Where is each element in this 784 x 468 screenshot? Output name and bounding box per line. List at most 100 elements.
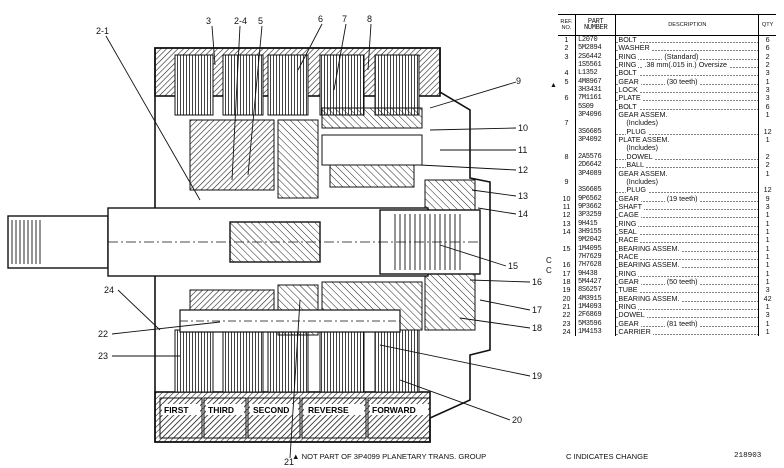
part-number-cell: 5S09 bbox=[575, 102, 617, 112]
part-number-cell: 3P4092 bbox=[575, 136, 617, 145]
part-number-cell: 9P3662 bbox=[575, 202, 617, 212]
description-text: CARRIER bbox=[618, 328, 653, 337]
ref-no-cell bbox=[558, 86, 576, 95]
callout-21: 21 bbox=[284, 457, 294, 467]
description-cell: (Includes) bbox=[615, 144, 760, 153]
callout-10: 10 bbox=[518, 123, 528, 133]
qty-cell bbox=[759, 144, 776, 152]
description-text: GEAR ASSEM. bbox=[618, 169, 668, 178]
callout-2-1: 2-1 bbox=[96, 26, 109, 36]
part-number-cell: 3H9155 bbox=[575, 227, 617, 237]
description-text: GEAR ASSEM. bbox=[618, 111, 668, 120]
ref-no-cell: 7 bbox=[558, 119, 576, 128]
description-text: RING bbox=[618, 269, 639, 278]
part-number-cell: 4M8967 bbox=[575, 77, 617, 87]
callout-23: 23 bbox=[98, 351, 108, 361]
part-number-cell: 3H3431 bbox=[575, 86, 617, 95]
qty-cell: 1 bbox=[765, 169, 770, 178]
description-cell: BEARING ASSEM. bbox=[615, 294, 760, 303]
ref-no-cell: 19 bbox=[558, 286, 576, 295]
triangle-mark: ▲ bbox=[550, 82, 557, 89]
part-number-cell: 4M3915 bbox=[575, 294, 617, 303]
ref-no-cell bbox=[558, 169, 576, 178]
ref-no-cell: 1 bbox=[558, 35, 576, 45]
qty-cell: 3 bbox=[765, 286, 770, 295]
description-cell: PLATE bbox=[615, 94, 760, 103]
ref-no-cell bbox=[558, 102, 576, 112]
description-text: GEAR bbox=[618, 277, 641, 286]
label-first: FIRST bbox=[164, 405, 189, 415]
ref-no-cell: 13 bbox=[558, 219, 576, 228]
callout-3: 3 bbox=[206, 16, 211, 26]
ref-no-cell: 23 bbox=[558, 319, 576, 329]
callout-14: 14 bbox=[518, 209, 528, 219]
description-note: (19 teeth) bbox=[664, 194, 700, 203]
qty-cell: 3 bbox=[765, 86, 770, 95]
part-number-cell: 7H7628 bbox=[575, 261, 617, 270]
description-cell: PLUG bbox=[615, 186, 760, 195]
description-text: PLUG bbox=[626, 127, 648, 136]
part-number-cell: 2F6869 bbox=[575, 311, 617, 320]
part-number-cell: 7H7629 bbox=[575, 252, 617, 262]
table-row: (Includes) bbox=[558, 144, 776, 153]
callout-8: 8 bbox=[367, 14, 372, 24]
description-cell: RING bbox=[615, 269, 760, 278]
description-cell: PLATE ASSEM. bbox=[615, 136, 760, 145]
ref-no-cell: 22 bbox=[558, 311, 576, 320]
parts-table-header: REF. NO. PART NUMBER DESCRIPTION QTY bbox=[558, 14, 776, 36]
description-text: SHAFT bbox=[618, 202, 644, 211]
header-qty: QTY bbox=[758, 14, 776, 36]
description-cell: GEAR ASSEM. bbox=[615, 169, 760, 178]
callout-22: 22 bbox=[98, 329, 108, 339]
description-cell: GEAR(50 teeth) bbox=[615, 277, 760, 287]
qty-cell: 1 bbox=[765, 269, 770, 278]
description-cell: DOWEL bbox=[615, 152, 760, 162]
part-number-cell: 1M4093 bbox=[575, 303, 617, 312]
description-text: CAGE bbox=[618, 211, 641, 220]
ref-no-cell: 8 bbox=[558, 152, 576, 162]
callout-7: 7 bbox=[342, 14, 347, 24]
description-text: WASHER bbox=[618, 44, 652, 53]
description-cell: GEAR(19 teeth) bbox=[615, 194, 760, 203]
description-text: RACE bbox=[618, 236, 641, 245]
qty-cell: 42 bbox=[763, 294, 772, 303]
part-number-cell: 3P4096 bbox=[575, 111, 617, 120]
qty-cell: 12 bbox=[763, 127, 772, 136]
ref-no-cell: 18 bbox=[558, 277, 576, 287]
qty-cell: 9 bbox=[765, 194, 770, 203]
part-number-cell: L1352 bbox=[575, 69, 617, 78]
description-cell: BOLT bbox=[615, 35, 760, 45]
gear-range-labels: FIRST THIRD SECOND REVERSE FORWARD bbox=[162, 404, 428, 415]
description-cell: DOWEL bbox=[615, 311, 760, 320]
qty-cell: 3 bbox=[765, 202, 770, 211]
ref-no-cell: 21 bbox=[558, 303, 576, 312]
ref-no-cell: 12 bbox=[558, 211, 576, 220]
description-cell: BOLT bbox=[615, 69, 760, 78]
ref-no-cell: 3 bbox=[558, 52, 576, 62]
qty-cell: 3 bbox=[765, 69, 770, 78]
description-text: (Includes) bbox=[626, 177, 658, 186]
callout-5: 5 bbox=[258, 16, 263, 26]
callout-13: 13 bbox=[518, 191, 528, 201]
part-number-cell bbox=[575, 119, 617, 128]
description-text: BOLT bbox=[618, 69, 639, 78]
part-number-cell: 3S6605 bbox=[575, 127, 617, 137]
ref-no-cell: 16 bbox=[558, 261, 576, 270]
ref-no-cell bbox=[558, 127, 576, 137]
footer-note: ▲ NOT PART OF 3P4099 PLANETARY TRANS. GR… bbox=[292, 452, 487, 461]
description-text: (Includes) bbox=[626, 119, 658, 128]
transmission-cross-section-drawing: FIRST THIRD SECOND REVERSE FORWARD bbox=[7, 14, 542, 467]
ref-no-cell bbox=[558, 186, 576, 195]
